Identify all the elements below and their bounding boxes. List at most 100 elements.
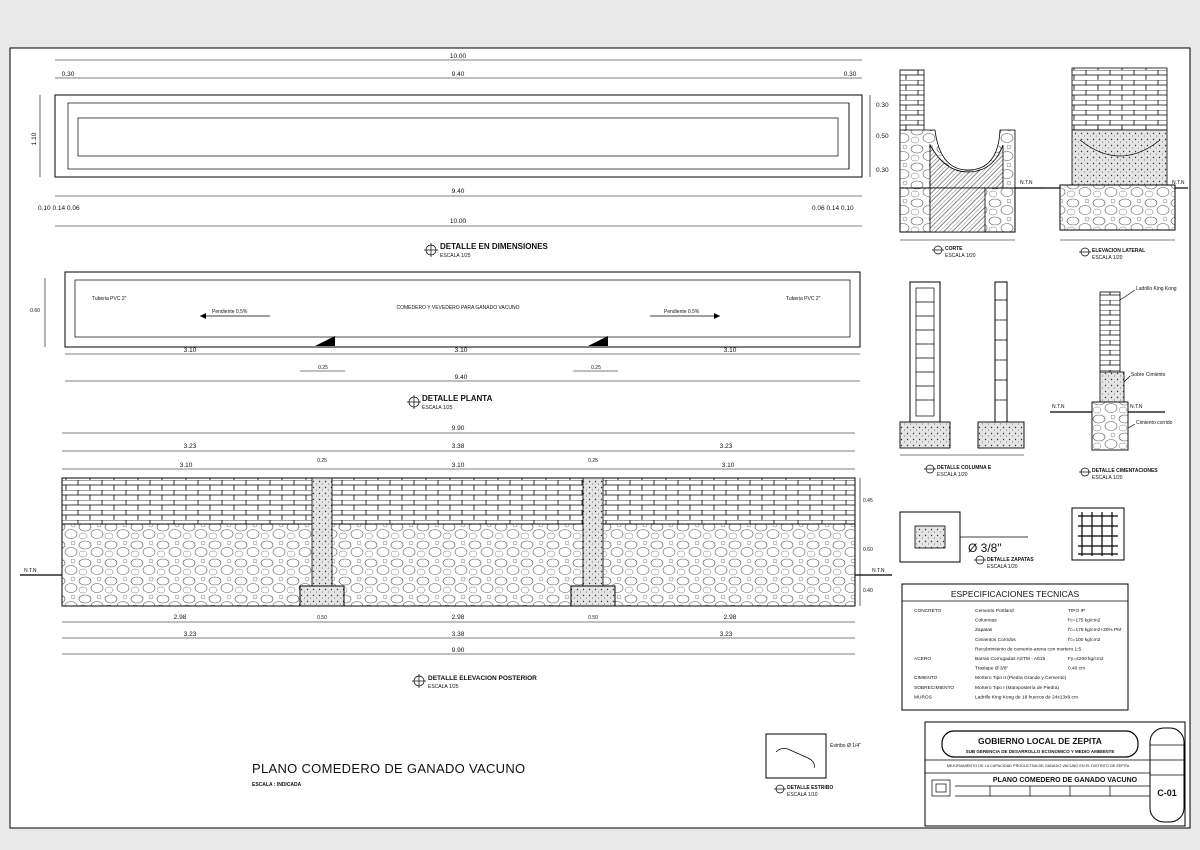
detail-side-title: ELEVACION LATERAL [1092, 248, 1145, 254]
elev-bottom-seg-1: 2.98 [174, 614, 187, 621]
elev-footing-2: 0.50 [588, 615, 598, 621]
plan-pipe-left: Tuberia PVC 2" [92, 296, 127, 302]
elev-brick-seg-1: 3.10 [180, 462, 193, 469]
detail-plan: COMEDERO Y VEVEDERO PARA GANADO VACUNO T… [30, 271, 861, 411]
specs-title: ESPECIFICACIONES TECNICAS [951, 589, 1080, 599]
foundation-note-footing: Cimiento corrido [1136, 420, 1173, 426]
detail-dimensions-title: DETALLE EN DIMENSIONES [440, 242, 549, 251]
stirrup-note: Estribo Ø 1/4" [830, 743, 861, 749]
elev-bottom-seg-2: 2.98 [452, 614, 465, 621]
foundation-note-brick: Ladrillo King Kong [1136, 286, 1177, 292]
plan-col-1: 0.25 [318, 365, 328, 371]
title-marker-icon [1079, 467, 1091, 477]
spec-desc: Mortero Tipo I (Mampostería de Piedra) [975, 685, 1059, 691]
dim-right-2: 0.50 [876, 133, 889, 140]
dim-total-length: 10.00 [450, 53, 467, 60]
detail-foundation-scale: ESCALA 1/20 [1092, 475, 1123, 481]
dim-right-bottom: 0.06 0.14 0.10 [812, 205, 854, 212]
spec-desc: Zapatas [975, 627, 993, 633]
detail-foundation: N.T.N N.T.N Ladrillo King Kong Sobre Cim… [1050, 286, 1177, 481]
spec-label: ACERO [914, 656, 931, 662]
sheet-code: C-01 [1157, 788, 1177, 798]
elev-col-1: 0.25 [317, 458, 327, 464]
detail-zapatas: Ø 3/8" DETALLE ZAPATAS ESCALA 1/20 [899, 507, 1125, 570]
dim-inner-length-top: 9.40 [452, 71, 465, 78]
elev-ntn-right: N.T.N [872, 568, 885, 574]
title-marker-icon [974, 555, 986, 565]
elev-h-1: 0.45 [863, 498, 873, 504]
dim-right-3: 0.30 [876, 167, 889, 174]
detail-elevation-scale: ESCALA 1/25 [428, 684, 459, 690]
elev-footing-1: 0.50 [317, 615, 327, 621]
spec-desc: Mortero Tipo II (Piedra Grande y Cemento… [975, 675, 1067, 681]
title-block: GOBIERNO LOCAL DE ZEPITA SUB GERENCIA DE… [924, 721, 1186, 827]
plan-name: PLANO COMEDERO DE GANADO VACUNO [993, 777, 1138, 784]
detail-foundation-title: DETALLE CIMENTACIONES [1092, 468, 1158, 474]
dim-total-length-bottom: 10.00 [450, 218, 467, 225]
detail-zapatas-title: DETALLE ZAPATAS [987, 557, 1034, 563]
spec-desc: Columnas [975, 618, 997, 624]
spec-value: TIPO IP [1068, 608, 1085, 614]
detail-cut: N.T.N CORTE ESCALA 1/20 [899, 69, 1045, 259]
detail-plan-scale: ESCALA 1/25 [422, 405, 453, 411]
plan-seg-1: 3.10 [184, 347, 197, 354]
detail-column: DETALLE COLUMNA E ESCALA 1/20 [899, 281, 1025, 478]
plan-seg-3: 3.10 [724, 347, 737, 354]
elev-top-seg-2: 3.38 [452, 443, 465, 450]
institution-name: GOBIERNO LOCAL DE ZEPITA [978, 736, 1102, 746]
dim-end-right: 0.30 [844, 71, 857, 78]
spec-desc: Cemento Portland [975, 608, 1014, 614]
project-line: MEJORAMIENTO DE LA CAPACIDAD PRODUCTIVA … [947, 764, 1130, 768]
detail-side-elevation: N.T.N ELEVACION LATERAL ESCALA 1/20 [1045, 67, 1188, 261]
foundation-ntn-right: N.T.N [1130, 404, 1143, 410]
plan-height: 0.60 [30, 308, 40, 314]
logo-icon [931, 779, 951, 797]
elev-top-seg-3: 3.23 [720, 443, 733, 450]
detail-cut-title: CORTE [945, 246, 963, 252]
main-scale: ESCALA : INDICADA [252, 782, 302, 788]
elev-top-total: 9.90 [452, 425, 465, 432]
detail-side-scale: ESCALA 1/20 [1092, 255, 1123, 261]
plan-slope-right: Pendiente 0.5% [664, 309, 700, 315]
side-ntn: N.T.N [1172, 180, 1185, 186]
main-title: PLANO COMEDERO DE GANADO VACUNO [252, 761, 525, 776]
detail-column-title: DETALLE COLUMNA E [937, 465, 992, 471]
elev-col-2: 0.25 [588, 458, 598, 464]
spec-desc: Barras Corrugadas ASTM - A615 [975, 656, 1045, 662]
detail-column-scale: ESCALA 1/20 [937, 472, 968, 478]
title-marker-icon [424, 243, 438, 257]
spec-desc: Recubrimiento de cemento-arena con morte… [975, 646, 1081, 652]
plan-seg-2: 3.10 [455, 347, 468, 354]
elev-bottom-mid-1: 3.23 [184, 631, 197, 638]
title-marker-icon [774, 784, 786, 794]
spec-value: 0.40 cm [1068, 666, 1085, 672]
elev-h-2: 0.60 [863, 547, 873, 553]
spec-value: f'c=175 kg/cm2 [1068, 618, 1101, 624]
zapatas-rebar: Ø 3/8" [968, 541, 1002, 555]
spec-value: Fy=4200 kg/cm2 [1068, 656, 1104, 662]
cut-ntn: N.T.N [1020, 180, 1033, 186]
detail-zapatas-scale: ESCALA 1/20 [987, 564, 1018, 570]
dim-end-left: 0.30 [62, 71, 75, 78]
dim-height: 1.10 [31, 132, 38, 145]
plan-pipe-right: Tuberia PVC 2" [786, 296, 821, 302]
spec-desc: Cimientos Corridos [975, 637, 1016, 643]
foundation-note-concrete: Sobre Cimiento [1131, 372, 1166, 378]
institution-subtitle: SUB GERENCIA DE DESARROLLO ECONOMICO Y M… [966, 749, 1115, 754]
title-marker-icon [924, 464, 936, 474]
detail-elevation-title: DETALLE ELEVACION POSTERIOR [428, 675, 537, 682]
elev-bottom-seg-3: 2.98 [724, 614, 737, 621]
detail-dimensions-scale: ESCALA 1/25 [440, 253, 471, 259]
elev-bottom-total: 9.90 [452, 647, 465, 654]
detail-dimensions: 10.00 0.30 9.40 0.30 1.10 0.30 0.50 0.30… [31, 53, 889, 259]
detail-plan-title: DETALLE PLANTA [422, 394, 493, 403]
plan-center-label: COMEDERO Y VEVEDERO PARA GANADO VACUNO [397, 305, 520, 311]
title-marker-icon [932, 245, 944, 255]
spec-label: CIMIENTO [914, 675, 938, 681]
title-marker-icon [407, 395, 421, 409]
dim-right-1: 0.30 [876, 102, 889, 109]
detail-stirrup: Estribo Ø 1/4" DETALLE ESTRIBO ESCALA 1/… [765, 733, 861, 798]
